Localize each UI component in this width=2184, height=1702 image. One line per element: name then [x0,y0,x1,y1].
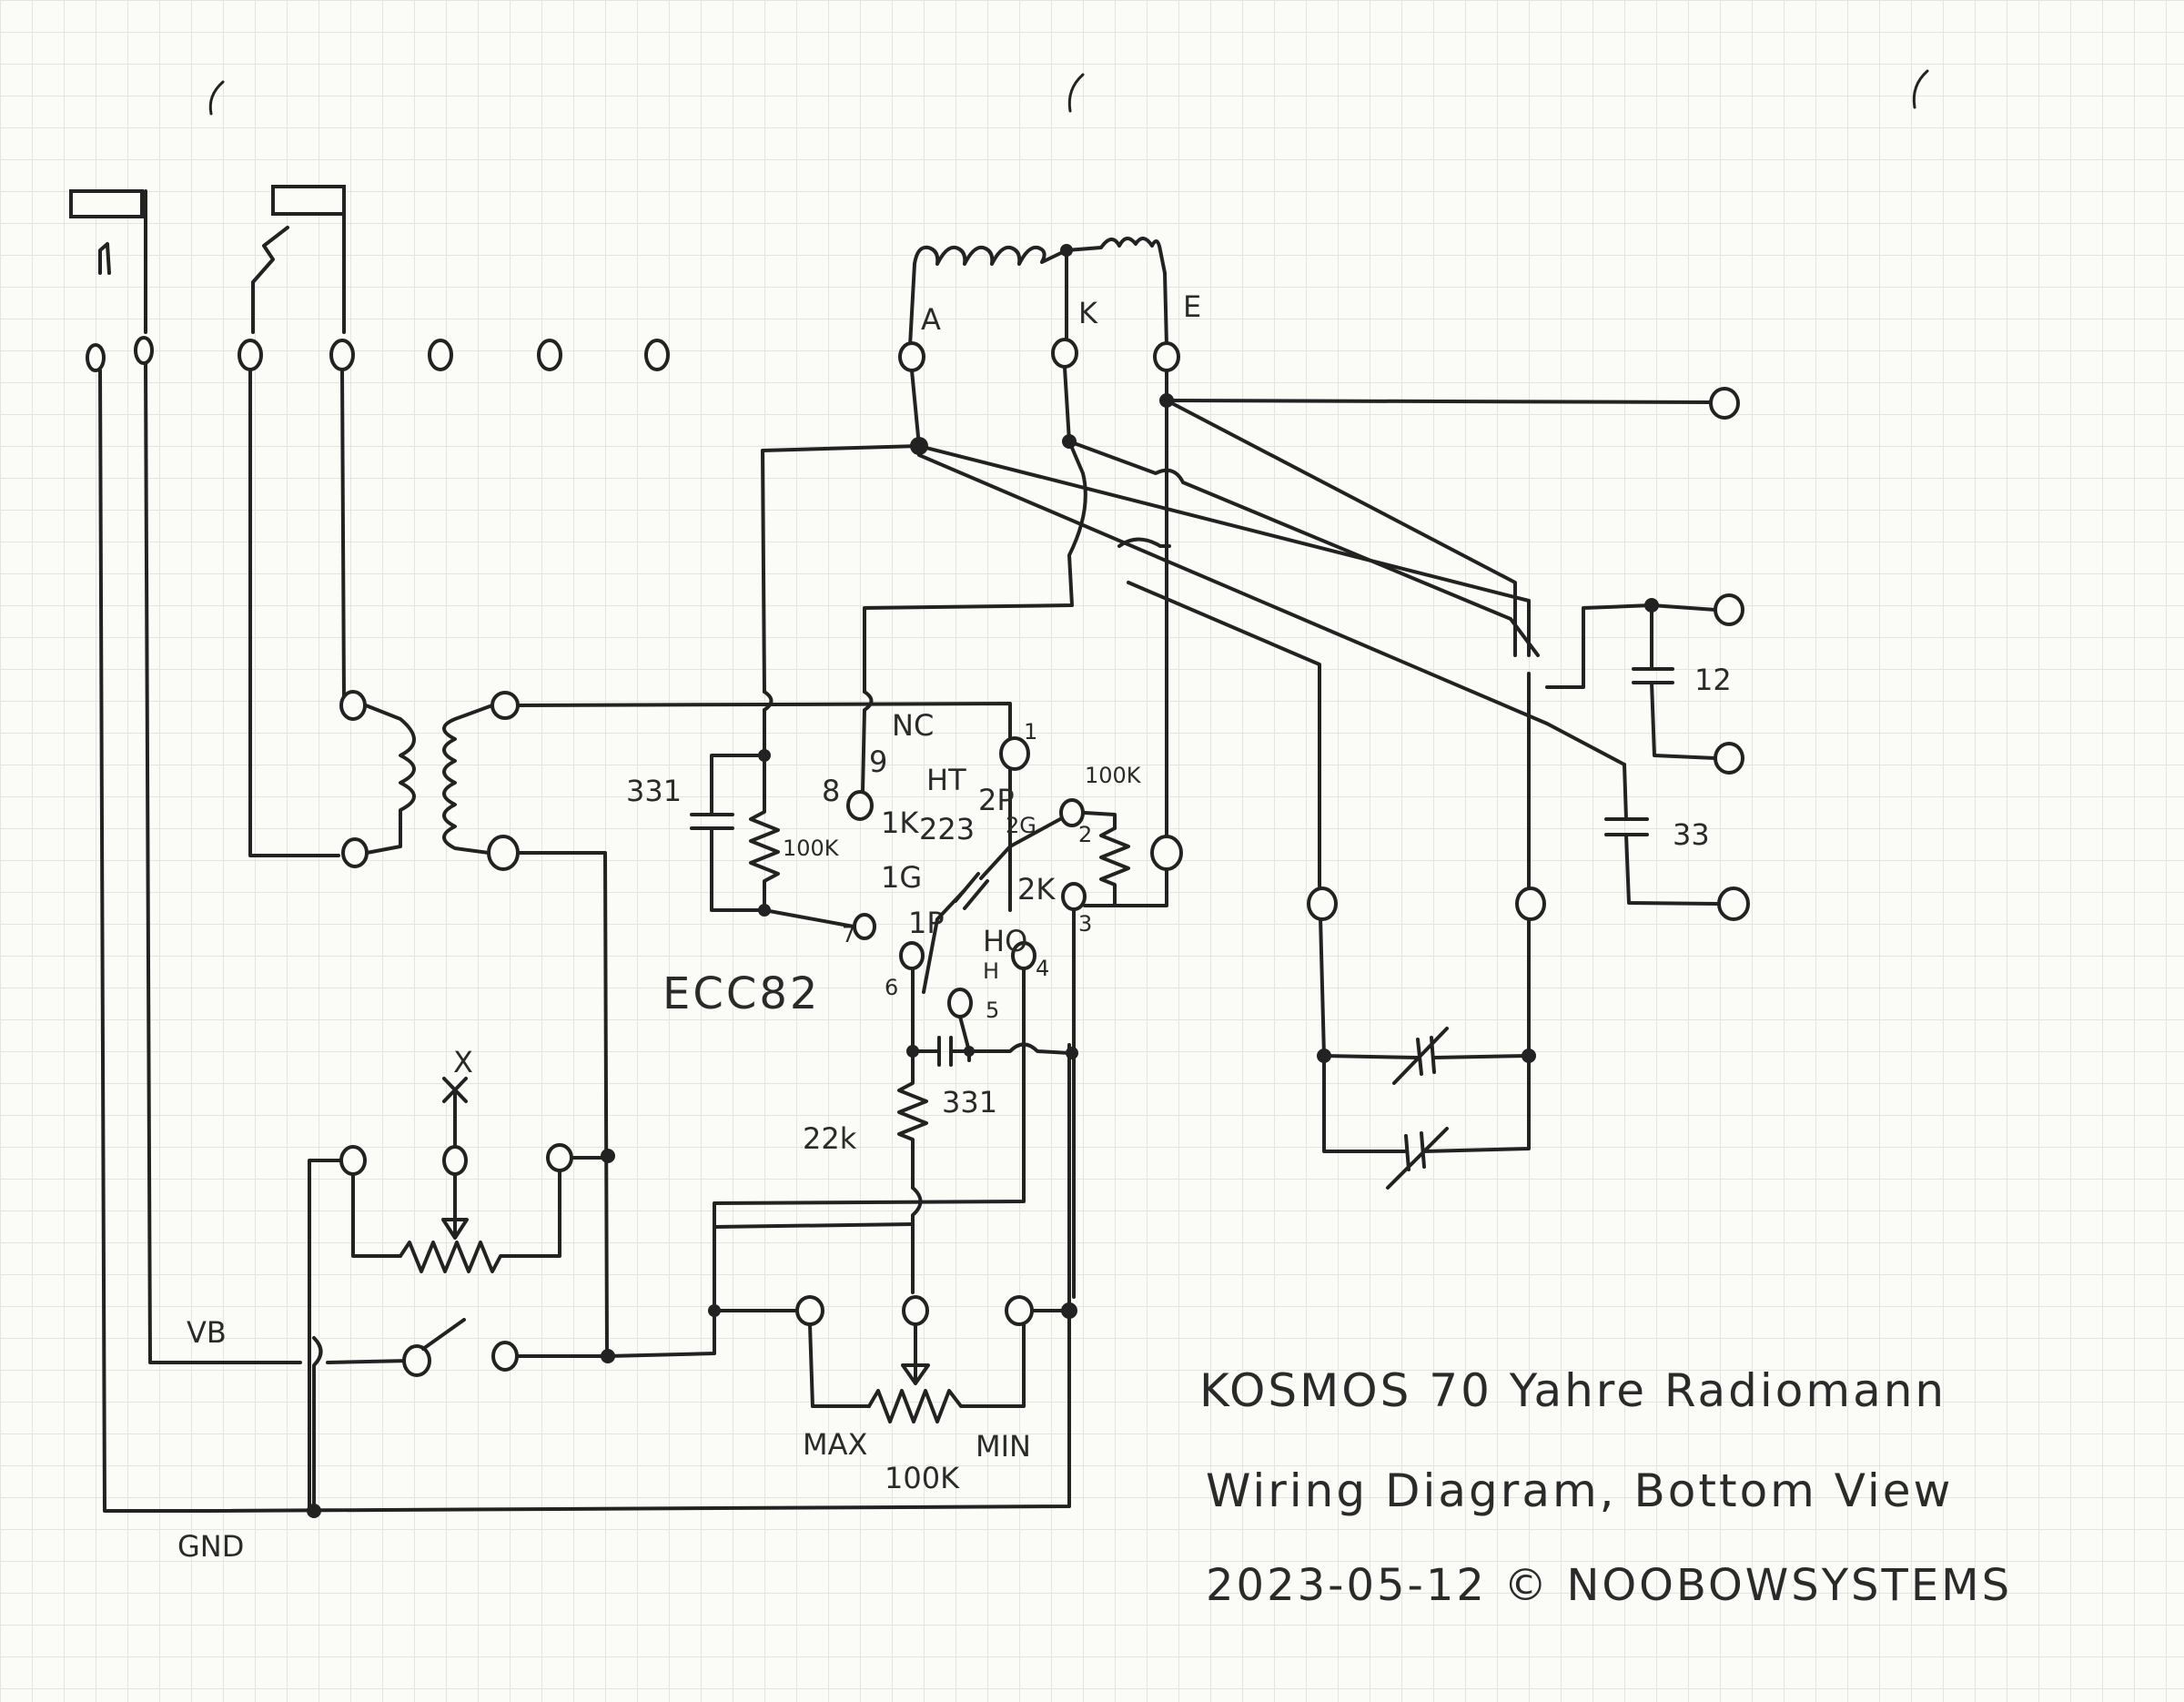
antenna-switch-block [251,185,346,334]
label-r-grid1: 100K [783,836,840,861]
title-line-1: KOSMOS 70 Yahre Radiomann [1199,1364,1946,1417]
pin-4: 4 [1036,956,1049,981]
label-1g: 1G [881,860,922,895]
terminal-icon [537,339,562,371]
volume-pot: MAX MIN 100K [708,1295,1077,1495]
coil-icon [913,245,1068,266]
pin-1: 1 [1024,719,1037,745]
label-h: H [983,958,999,984]
label-r-cathode2: 100K [1085,763,1142,788]
title-line-3: 2023-05-12 © NOOBOWSYSTEMS [1206,1560,2012,1611]
label-r-anode: 22k [803,1121,857,1156]
terminal-strip-top [86,336,670,372]
headphone-plug [69,189,147,334]
feedback-coil: A K E [898,237,1201,372]
terminal-icon [86,343,106,372]
label-1k: 1K [881,805,919,840]
label-vb: VB [187,1315,227,1350]
tube-type-label: ECC82 [662,968,820,1019]
coil-icon [1065,237,1167,275]
capacitor-icon [954,872,989,910]
label-2k: 2K [1017,872,1056,907]
x-mark [442,1077,468,1103]
label-c-ant2: 33 [1673,817,1710,852]
binder-hole-marks [208,69,1929,116]
label-pot-min: MIN [976,1429,1031,1464]
pin-2: 2 [1078,822,1092,847]
wire-vb [144,362,302,1364]
label-c-anode: 331 [942,1085,997,1119]
capacitor-icon [690,813,734,830]
coil-icon [442,704,494,855]
label-2p: 2P [978,783,1015,817]
resistor-icon [897,1049,928,1190]
capacitor-icon [1632,667,1674,684]
label-c-coupling: 223 [919,812,975,846]
terminal-icon [134,336,154,365]
switch-icon [421,1318,466,1351]
resistor-icon [749,754,780,912]
pin-5: 5 [986,998,999,1023]
label-ho: HO [983,924,1027,958]
pin-8: 8 [822,774,840,808]
label-ht: HT [926,763,966,797]
pin-9: 9 [869,745,887,779]
label-pot-max: MAX [803,1427,867,1462]
tuning-capacitors [1307,672,1546,1190]
pin-3: 3 [1078,911,1092,937]
terminal-icon [428,339,453,371]
label-a: A [921,302,941,337]
grid1-network: 331 100K [626,690,855,928]
label-pot-volume: 100K [885,1461,960,1495]
title-line-2: Wiring Diagram, Bottom View [1206,1464,1953,1517]
label-k: K [1078,296,1098,330]
label-1p: 1P [908,906,945,940]
label-nc: NC [892,708,934,743]
potentiometer-icon [867,1322,1026,1423]
label-c-ant1: 12 [1694,663,1732,697]
terminal-icon [238,339,263,371]
variable-capacitor-icon [1386,1127,1449,1190]
wire-gnd-left [98,369,1071,1513]
capacitor-icon [1604,817,1649,836]
anode-network: 331 22k [713,908,1078,1303]
label-e: E [1183,289,1201,324]
label-c-grid1: 331 [626,774,682,808]
pin-7: 7 [842,922,855,947]
antenna-capacitors: 12 33 [1545,387,1750,921]
terminal-icon [644,339,670,371]
label-gnd: GND [177,1529,244,1564]
coil-icon [364,704,416,855]
ecc82-socket: NC HT 2P 1K 2G 1G 2K 1P H HO 1 2 3 4 5 6… [662,708,1183,1023]
pin-6: 6 [885,975,898,1000]
title-block: KOSMOS 70 Yahre Radiomann Wiring Diagram… [1199,1364,2012,1611]
feedback-pot-and-switch: X VB GND [177,1045,915,1564]
resistor-icon [1099,826,1130,907]
input-coil [339,690,1012,1363]
stage2-network: 223 100K [919,763,1168,994]
variable-capacitor-icon [1392,1027,1449,1085]
terminal-icon [329,339,355,371]
label-x: X [453,1045,473,1079]
potentiometer-icon [399,1170,561,1273]
